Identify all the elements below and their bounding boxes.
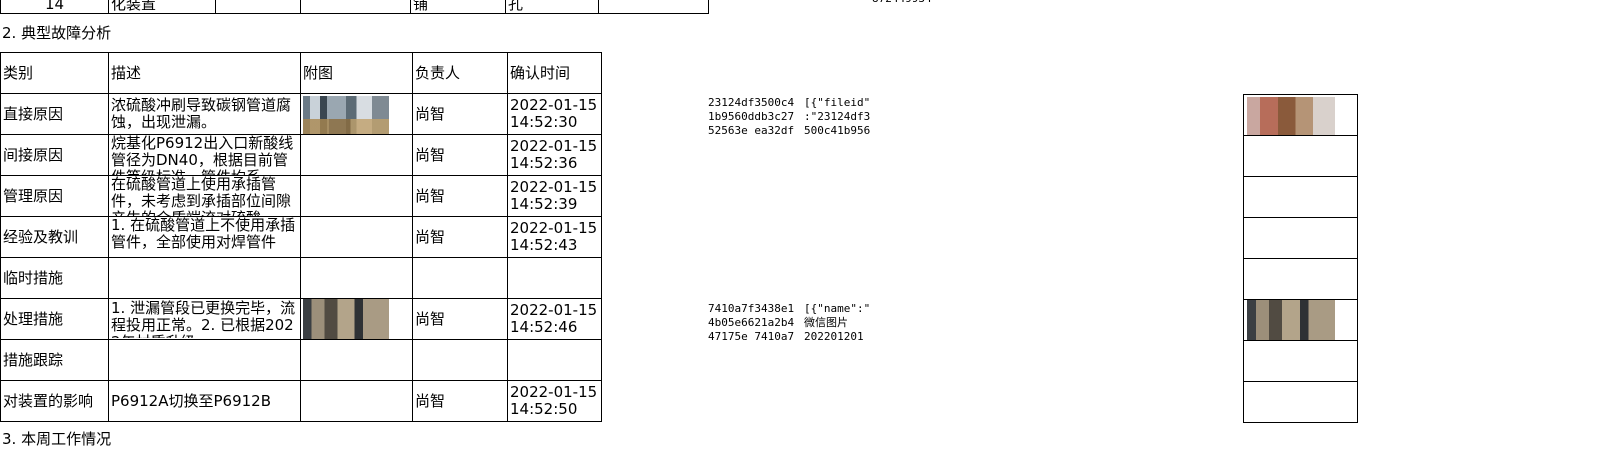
preview-cell xyxy=(1243,299,1358,341)
row-index: 14 xyxy=(0,0,109,14)
row-cell xyxy=(598,0,709,14)
table-row: 临时措施 xyxy=(0,257,602,299)
table-row: 直接原因 浓硫酸冲刷导致碳钢管道腐蚀，出现泄漏。 尚智 2022-01-15 1… xyxy=(0,93,602,135)
preview-cell xyxy=(1243,381,1358,423)
cell-description xyxy=(108,339,301,381)
cell-description: 在硫酸管道上使用承插管件，未考虑到承插部位间隙产生的介质端流对硫酸 xyxy=(108,175,301,217)
cell-category: 经验及教训 xyxy=(0,216,109,258)
cell-attachment xyxy=(300,216,413,258)
table-row: 间接原因 烷基化P6912出入口新酸线管径为DN40，根据目前管件等级标准，管件… xyxy=(0,134,602,176)
preview-cell xyxy=(1243,94,1358,136)
file-info-2: 7410a7f3438e1 4b05e6621a2b4 47175e 7410a… xyxy=(708,302,876,340)
preview-thumbnail[interactable] xyxy=(1247,97,1335,135)
cell-owner: 尚智 xyxy=(412,93,508,135)
cell-attachment[interactable] xyxy=(300,298,413,340)
file-info-line: 1b9560ddb3c27 xyxy=(708,110,795,123)
cell-owner: 尚智 xyxy=(412,134,508,176)
cell-description xyxy=(108,257,301,299)
cell-category: 对装置的影响 xyxy=(0,380,109,422)
cell-category: 处理措施 xyxy=(0,298,109,340)
cell-attachment xyxy=(300,175,413,217)
cell-time: 2022-01-15 14:52:30 xyxy=(507,93,602,135)
attachment-thumbnail[interactable] xyxy=(303,299,389,339)
cell-attachment xyxy=(300,134,413,176)
cell-owner xyxy=(412,257,508,299)
file-info-1: 23124df3500c4 1b9560ddb3c27 52563e ea32d… xyxy=(708,96,876,134)
header-category: 类别 xyxy=(0,52,109,94)
preview-cell xyxy=(1243,217,1358,259)
top-right-id: 872449934 xyxy=(872,0,932,6)
fault-analysis-table: 类别 描述 附图 负责人 确认时间 直接原因 浓硫酸冲刷导致碳钢管道腐蚀，出现泄… xyxy=(0,52,602,422)
file-info-line: 47175e 7410a7 xyxy=(708,330,795,340)
section-2-title: 2. 典型故障分析 xyxy=(2,24,112,42)
table-header-row: 类别 描述 附图 负责人 确认时间 xyxy=(0,52,602,94)
cell-category: 间接原因 xyxy=(0,134,109,176)
cell-time: 2022-01-15 14:52:46 xyxy=(507,298,602,340)
file-info-line: 500c41b956 xyxy=(804,124,871,134)
file-info-line: 4b05e6621a2b4 xyxy=(708,316,795,329)
file-info-line: 23124df3500c4 xyxy=(708,96,795,109)
cell-owner: 尚智 xyxy=(412,380,508,422)
preview-thumbnail[interactable] xyxy=(1247,300,1335,340)
cell-category: 措施跟踪 xyxy=(0,339,109,381)
file-info-line: [{"name":" xyxy=(804,302,871,315)
cell-owner: 尚智 xyxy=(412,175,508,217)
cell-time xyxy=(507,339,602,381)
table-row: 处理措施 1. 泄漏管段已更换完毕，流程投用正常。2. 已根据2022年材质升级… xyxy=(0,298,602,340)
cell-time: 2022-01-15 14:52:36 xyxy=(507,134,602,176)
cell-owner xyxy=(412,339,508,381)
preview-cell xyxy=(1243,258,1358,300)
cell-description: 1. 泄漏管段已更换完毕，流程投用正常。2. 已根据2022年材质升级 xyxy=(108,298,301,340)
table-row: 措施跟踪 xyxy=(0,339,602,381)
row-cell xyxy=(215,0,301,14)
file-info-line: 52563e ea32df xyxy=(708,124,795,134)
cell-attachment[interactable] xyxy=(300,93,413,135)
cell-time: 2022-01-15 14:52:43 xyxy=(507,216,602,258)
cell-attachment xyxy=(300,257,413,299)
cell-attachment xyxy=(300,380,413,422)
table-row: 管理原因 在硫酸管道上使用承插管件，未考虑到承插部位间隙产生的介质端流对硫酸 尚… xyxy=(0,175,602,217)
cell-time: 2022-01-15 14:52:50 xyxy=(507,380,602,422)
row-cell: 孔 xyxy=(505,0,599,14)
preview-cell xyxy=(1243,176,1358,218)
attachment-thumbnail[interactable] xyxy=(303,96,389,134)
file-info-line: 7410a7f3438e1 xyxy=(708,302,795,315)
section-3-title: 3. 本周工作情况 xyxy=(2,430,112,448)
previous-table-last-row: 14 化装置 铺 孔 xyxy=(0,0,709,14)
cell-attachment xyxy=(300,339,413,381)
file-info-line: 微信图片 xyxy=(804,316,848,329)
row-cell xyxy=(300,0,411,14)
file-info-line: [{"fileid" xyxy=(804,96,871,109)
file-info-line: :"23124df3 xyxy=(804,110,871,123)
cell-description: P6912A切换至P6912B xyxy=(108,380,301,422)
preview-cell xyxy=(1243,135,1358,177)
cell-description: 浓硫酸冲刷导致碳钢管道腐蚀，出现泄漏。 xyxy=(108,93,301,135)
cell-category: 管理原因 xyxy=(0,175,109,217)
row-cell: 化装置 xyxy=(108,0,216,14)
preview-cell xyxy=(1243,340,1358,382)
cell-description: 1. 在硫酸管道上不使用承插管件，全部使用对焊管件 xyxy=(108,216,301,258)
row-cell: 铺 xyxy=(410,0,506,14)
header-owner: 负责人 xyxy=(412,52,508,94)
table-row: 对装置的影响 P6912A切换至P6912B 尚智 2022-01-15 14:… xyxy=(0,380,602,422)
cell-owner: 尚智 xyxy=(412,298,508,340)
cell-owner: 尚智 xyxy=(412,216,508,258)
file-info-line: 202201201 xyxy=(804,330,864,340)
cell-time: 2022-01-15 14:52:39 xyxy=(507,175,602,217)
cell-description: 烷基化P6912出入口新酸线管径为DN40，根据目前管件等级标准，管件均系 xyxy=(108,134,301,176)
attachment-preview-column xyxy=(1243,94,1358,423)
header-confirm-time: 确认时间 xyxy=(507,52,602,94)
header-description: 描述 xyxy=(108,52,301,94)
cell-category: 临时措施 xyxy=(0,257,109,299)
cell-time xyxy=(507,257,602,299)
cell-category: 直接原因 xyxy=(0,93,109,135)
header-attachment: 附图 xyxy=(300,52,413,94)
table-row: 经验及教训 1. 在硫酸管道上不使用承插管件，全部使用对焊管件 尚智 2022-… xyxy=(0,216,602,258)
